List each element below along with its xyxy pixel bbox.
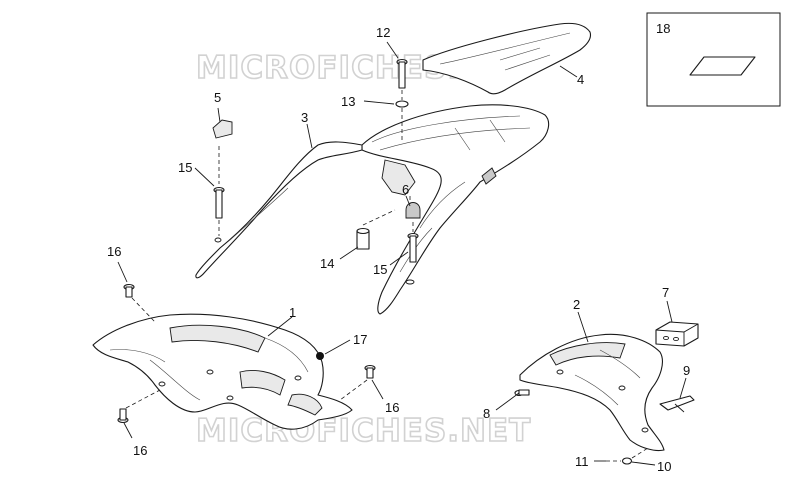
part-9-bracket bbox=[659, 395, 695, 413]
part-4-rack-cover bbox=[422, 22, 592, 95]
callout-9: 9 bbox=[683, 363, 690, 378]
part-3-carrier bbox=[195, 104, 550, 315]
callout-15-left: 15 bbox=[178, 160, 192, 175]
callout-14: 14 bbox=[320, 256, 334, 271]
inset-box-18 bbox=[646, 12, 781, 107]
callout-16-bottom: 16 bbox=[133, 443, 147, 458]
watermark-bottom: MICROFICHES.NET bbox=[196, 413, 531, 449]
marker-17 bbox=[316, 352, 324, 360]
screw-16-top bbox=[123, 283, 135, 298]
callout-3: 3 bbox=[301, 110, 308, 125]
washer-13 bbox=[395, 100, 409, 108]
callout-11: 11 bbox=[575, 454, 589, 469]
nut-10 bbox=[621, 457, 633, 465]
callout-13: 13 bbox=[341, 94, 355, 109]
callouts: 18 1 2 3 4 5 6 7 8 9 10 11 12 13 14 15 1… bbox=[107, 21, 690, 474]
part-6-bumper bbox=[405, 202, 421, 219]
part-2-plate-holder bbox=[519, 333, 665, 452]
callout-17: 17 bbox=[353, 332, 367, 347]
callout-12: 12 bbox=[376, 25, 390, 40]
callout-6: 6 bbox=[402, 182, 409, 197]
bolt-15-right bbox=[407, 232, 419, 263]
part-7-license-light bbox=[655, 321, 699, 347]
screw-16-bottom-left bbox=[117, 408, 129, 424]
callout-16-right: 16 bbox=[385, 400, 399, 415]
callout-15-right: 15 bbox=[373, 262, 387, 277]
callout-7: 7 bbox=[662, 285, 669, 300]
leader-lines bbox=[117, 41, 687, 466]
bolt-12 bbox=[396, 58, 408, 89]
part-1-undertray bbox=[92, 313, 353, 430]
callout-4: 4 bbox=[577, 72, 584, 87]
part-5-pad bbox=[212, 119, 233, 139]
callout-2: 2 bbox=[573, 297, 580, 312]
callout-5: 5 bbox=[214, 90, 221, 105]
bolt-15-left bbox=[213, 186, 225, 219]
sticker-part-18 bbox=[689, 56, 756, 76]
callout-18: 18 bbox=[656, 21, 670, 36]
callout-1: 1 bbox=[289, 305, 296, 320]
callout-8: 8 bbox=[483, 406, 490, 421]
callout-10: 10 bbox=[657, 459, 671, 474]
screw-16-right bbox=[364, 364, 376, 379]
part-14-spacer bbox=[356, 227, 370, 250]
callout-16-top: 16 bbox=[107, 244, 121, 259]
